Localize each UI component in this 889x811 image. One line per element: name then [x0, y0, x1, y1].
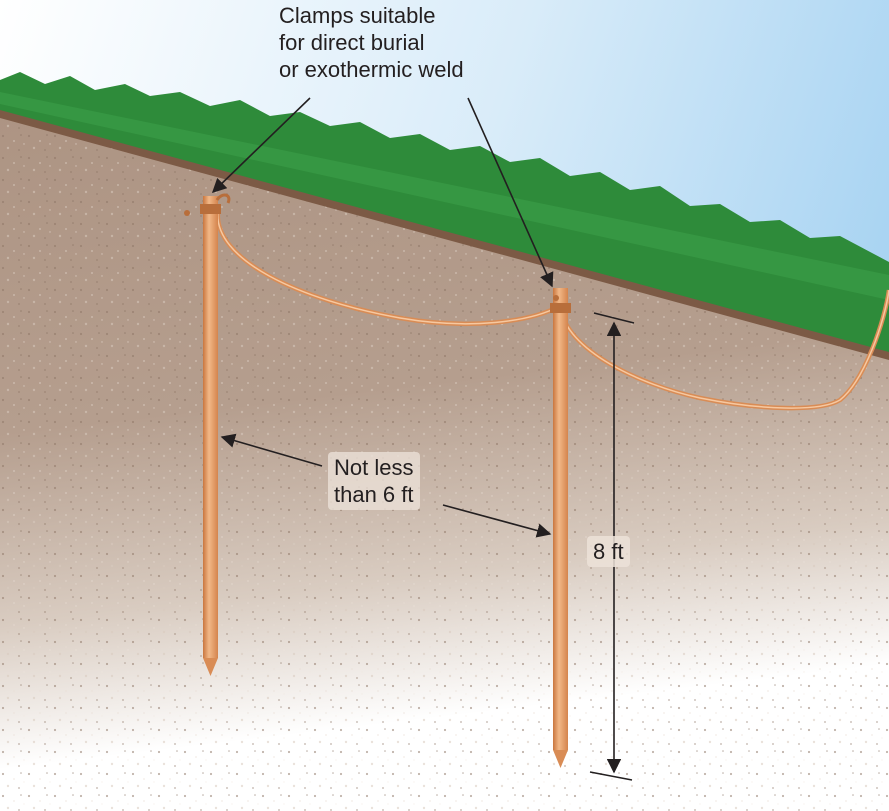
arrow-to-clamp-right — [467, 97, 554, 288]
depth-callout: 8 ft — [587, 536, 630, 567]
clamp-left — [200, 204, 221, 214]
soil-texture — [0, 112, 889, 811]
spacing-callout-line-1: Not less — [334, 455, 414, 480]
grass-highlight — [0, 92, 889, 300]
grounding-conductor-highlight — [217, 209, 889, 409]
ground-rod-right — [550, 288, 571, 768]
clamps-callout-line-2: for direct burial — [279, 30, 425, 55]
arrow-to-clamp-left — [211, 97, 311, 194]
clamps-callout: Clamps suitable for direct burial or exo… — [279, 2, 464, 83]
clamp-right — [550, 303, 571, 313]
arrow-to-rod-left — [220, 433, 323, 467]
spacing-callout-line-2: than 6 ft — [334, 482, 414, 507]
clamps-callout-line-1: Clamps suitable — [279, 3, 436, 28]
leader-arrows — [211, 97, 554, 538]
spacing-callout: Not less than 6 ft — [328, 452, 420, 510]
arrow-to-rod-right — [442, 504, 552, 538]
clamps-callout-line-3: or exothermic weld — [279, 57, 464, 82]
ground-rod-left — [184, 193, 231, 676]
topsoil-edge — [0, 110, 889, 360]
